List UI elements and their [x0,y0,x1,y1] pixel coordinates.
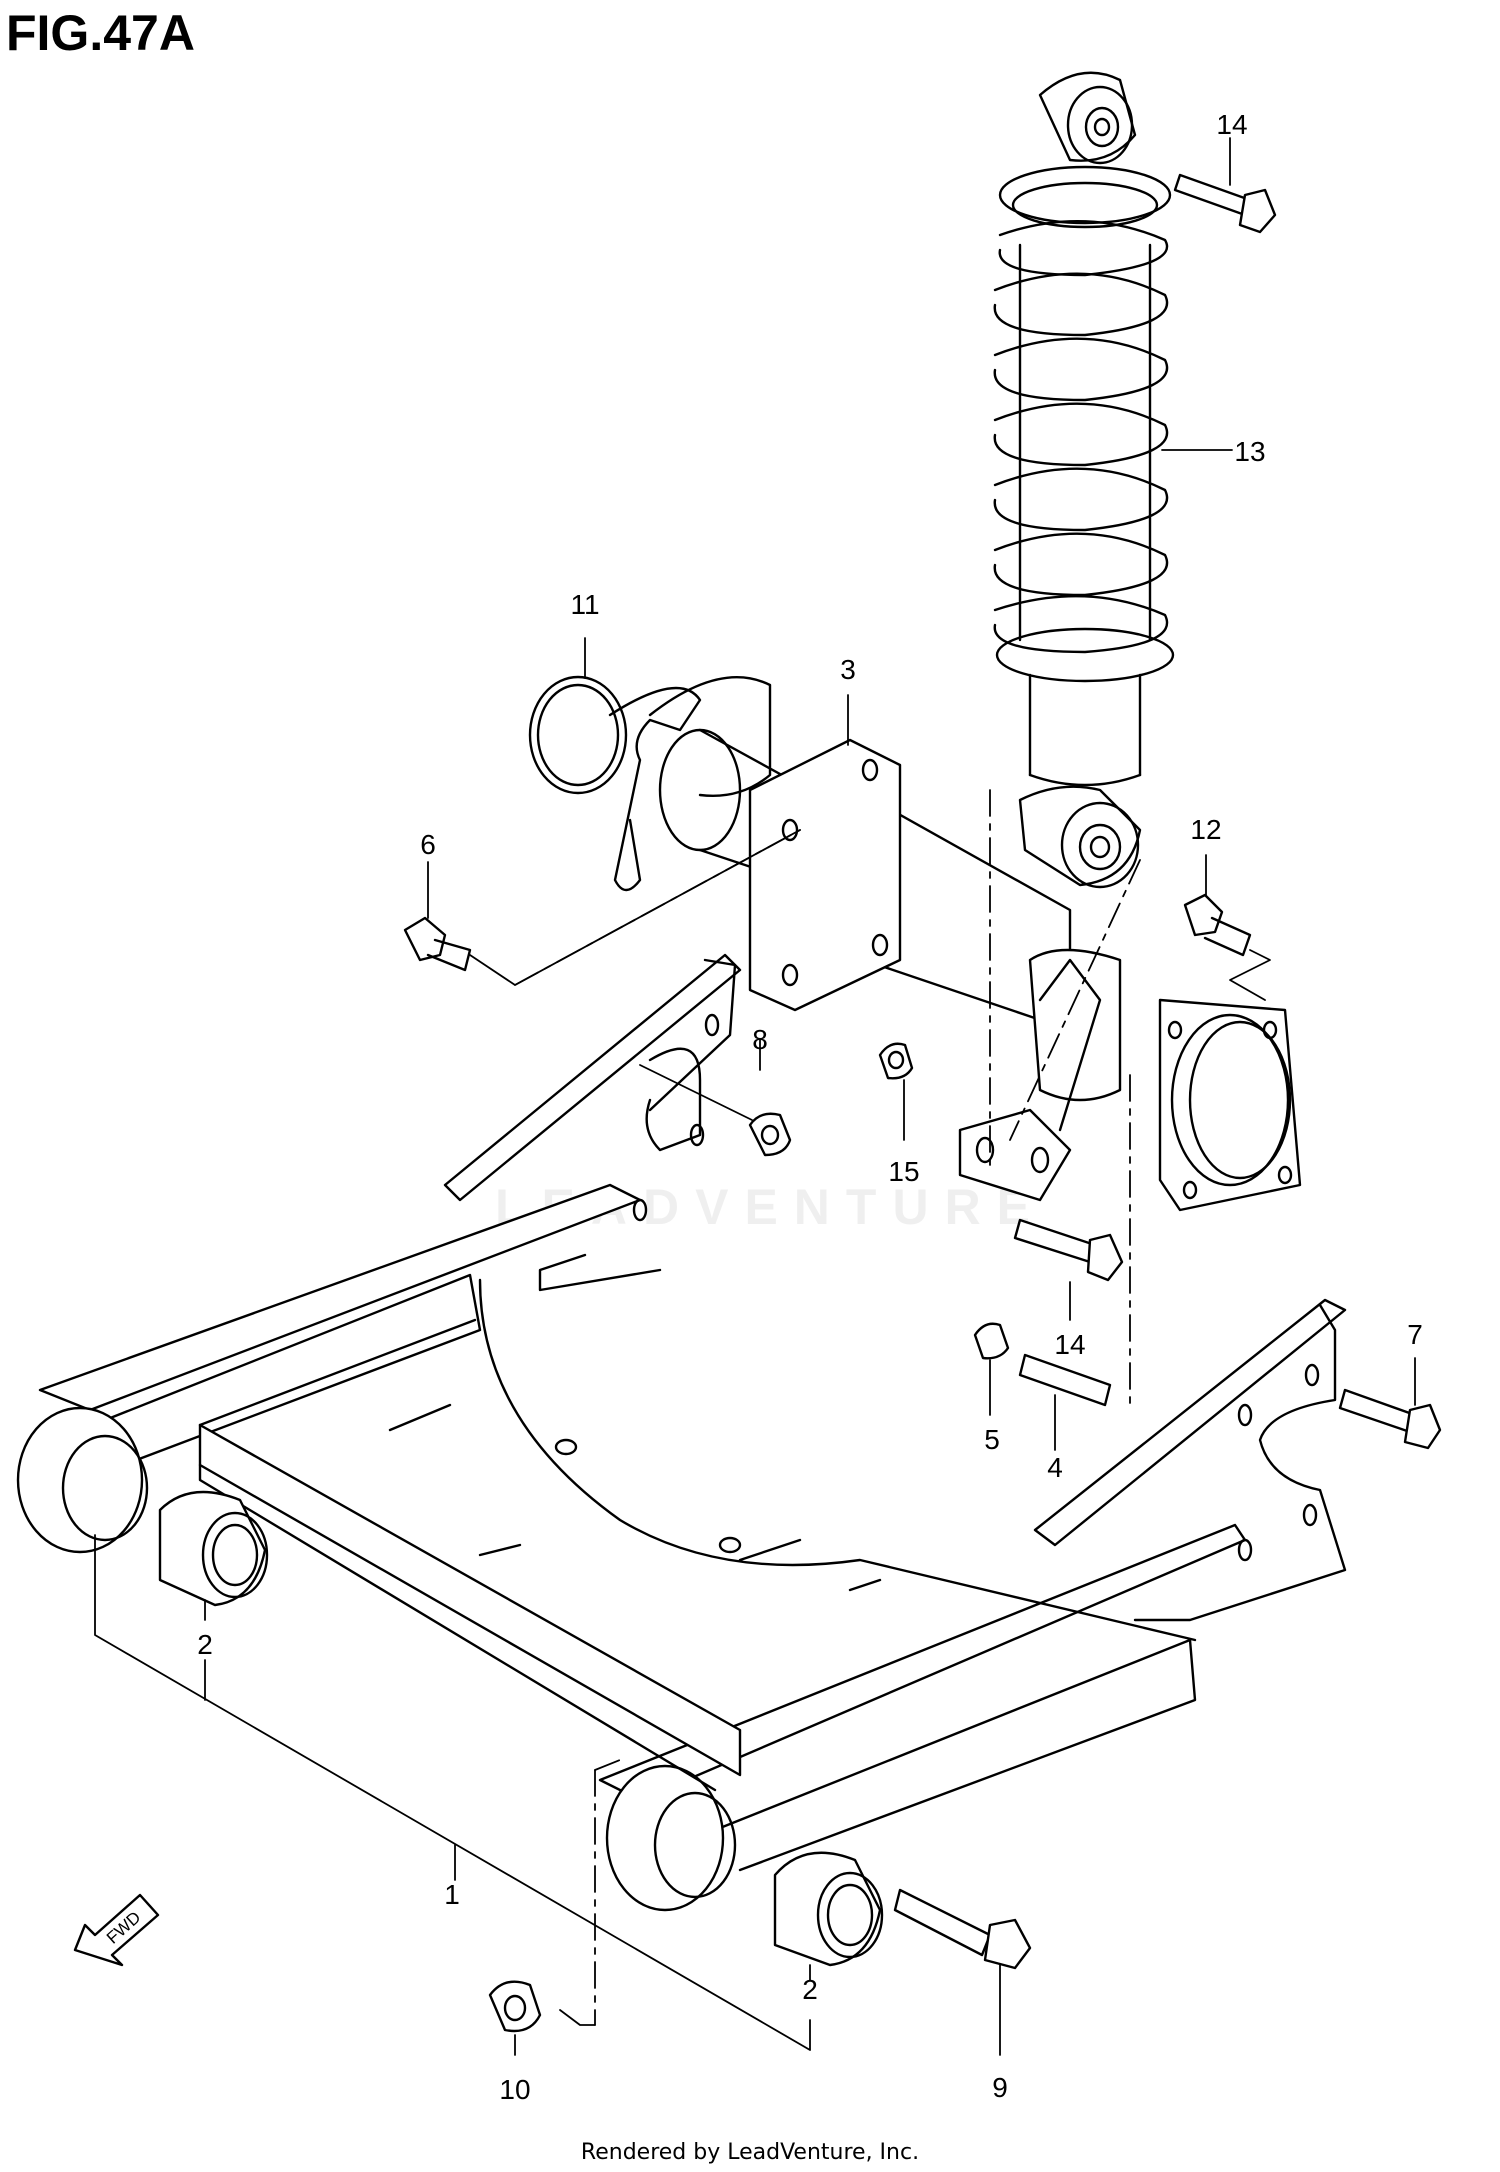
bolt-14-mid [1013,1218,1124,1282]
fwd-arrow-icon [73,1893,160,1967]
callout-13: 13 [1234,436,1266,467]
callout-2-left: 2 [197,1629,213,1660]
bolt-12 [1183,893,1252,957]
bolt-7 [1338,1388,1442,1450]
callout-4: 4 [1047,1452,1063,1483]
callout-5: 5 [984,1424,1000,1455]
o-ring [528,675,628,795]
callout-7: 7 [1407,1319,1423,1350]
axle-housing [608,676,1302,1212]
callout-8: 8 [752,1024,768,1055]
figure-title: FIG.47A [6,5,195,61]
callout-1: 1 [444,1879,460,1910]
nut-15 [878,1042,914,1080]
stud-4 [1018,1353,1112,1407]
callout-10: 10 [499,2074,531,2105]
callout-15: 15 [888,1156,920,1187]
bolt-6 [403,916,472,972]
bolt-14-top [1173,173,1277,234]
bushing-right [773,1851,884,1967]
callout-3: 3 [840,654,856,685]
bushing-left [158,1490,269,1607]
nut-5 [973,1322,1010,1360]
nut-8 [639,1064,792,1157]
callout-14-middle: 14 [1054,1329,1086,1360]
swing-arm [16,953,1347,1912]
callout-14-top: 14 [1216,109,1248,140]
shock-absorber [993,71,1175,889]
bolt-9 [893,1888,1032,1970]
leader-lines [94,137,1416,2056]
nut-10 [488,1980,542,2033]
callout-11: 11 [570,589,600,620]
footer-credit: Rendered by LeadVenture, Inc. [580,2140,920,2165]
callout-12: 12 [1190,814,1222,845]
callout-6: 6 [420,829,436,860]
callout-2-right: 2 [802,1974,818,2005]
callout-9: 9 [992,2072,1008,2103]
